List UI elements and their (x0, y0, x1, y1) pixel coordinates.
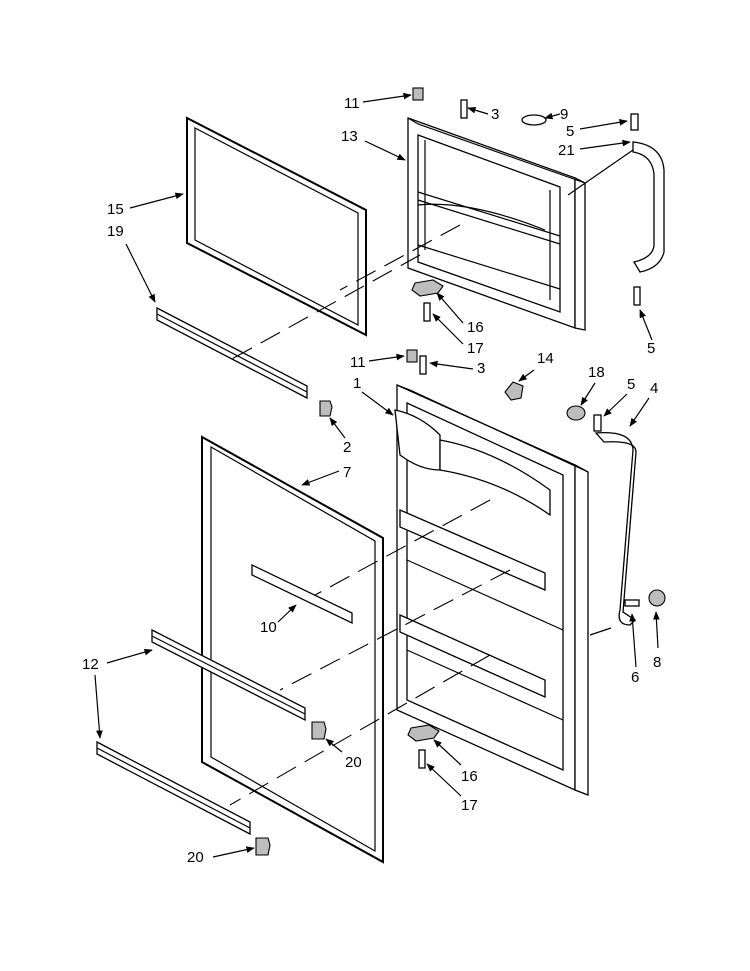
handle-screw-6 (624, 599, 640, 607)
callout-labels: 11 3 9 5 21 13 15 19 16 17 5 11 3 14 18 … (82, 95, 661, 866)
freezer-hinge-screw-17 (423, 302, 431, 322)
fresh-screw-3 (419, 355, 427, 375)
callout-13: 13 (341, 128, 358, 145)
door-trim-10 (251, 563, 353, 625)
trim-clip-20-lower (255, 837, 271, 856)
freezer-shelf-trim (156, 306, 308, 400)
fresh-food-door (394, 383, 589, 796)
handle-cap-8 (648, 589, 666, 607)
callout-1: 1 (353, 375, 361, 392)
freezer-hinge-16 (411, 279, 444, 297)
callout-2: 2 (343, 439, 351, 456)
fresh-food-gasket (201, 435, 384, 864)
callout-14: 14 (537, 350, 554, 367)
callout-19: 19 (107, 223, 124, 240)
freezer-plug-11 (412, 87, 424, 101)
leader-lines (94, 92, 660, 858)
fresh-part-14 (504, 381, 524, 401)
callout-7: 7 (343, 464, 351, 481)
callout-16-freezer: 16 (467, 319, 484, 336)
callout-20-lower: 20 (187, 849, 204, 866)
callout-17-freezer: 17 (467, 340, 484, 357)
callout-11-freezer: 11 (344, 95, 360, 112)
callout-3-freezer: 3 (491, 106, 499, 123)
callout-17-fresh: 17 (461, 797, 478, 814)
callout-5-fresh: 5 (627, 376, 635, 393)
callout-21: 21 (558, 142, 575, 159)
freezer-door (407, 117, 586, 331)
trim-clip-2 (319, 400, 333, 417)
callout-9: 9 (560, 106, 568, 123)
callout-18: 18 (588, 364, 605, 381)
fresh-food-handle (593, 414, 666, 626)
callout-4: 4 (650, 380, 658, 397)
callout-12: 12 (82, 656, 99, 673)
fresh-plug-11 (406, 349, 418, 363)
callout-5-freezer-bottom: 5 (647, 340, 655, 357)
freezer-screw-3 (460, 99, 468, 119)
callout-11-fresh: 11 (350, 354, 366, 371)
callout-8: 8 (653, 654, 661, 671)
callout-20-upper: 20 (345, 754, 362, 771)
freezer-gasket (186, 116, 367, 337)
callout-5-freezer-top: 5 (566, 123, 574, 140)
fresh-plug-18 (566, 405, 586, 421)
callout-16-fresh: 16 (461, 768, 478, 785)
callout-6: 6 (631, 669, 639, 686)
freezer-handle (630, 113, 665, 306)
fresh-hinge-16 (407, 724, 440, 742)
trim-clip-20-upper (311, 721, 327, 740)
callout-15: 15 (107, 201, 124, 218)
freezer-part-9 (521, 114, 547, 126)
fresh-hinge-screw-17 (418, 749, 426, 769)
callout-3-fresh: 3 (477, 360, 485, 377)
callout-10: 10 (260, 619, 277, 636)
